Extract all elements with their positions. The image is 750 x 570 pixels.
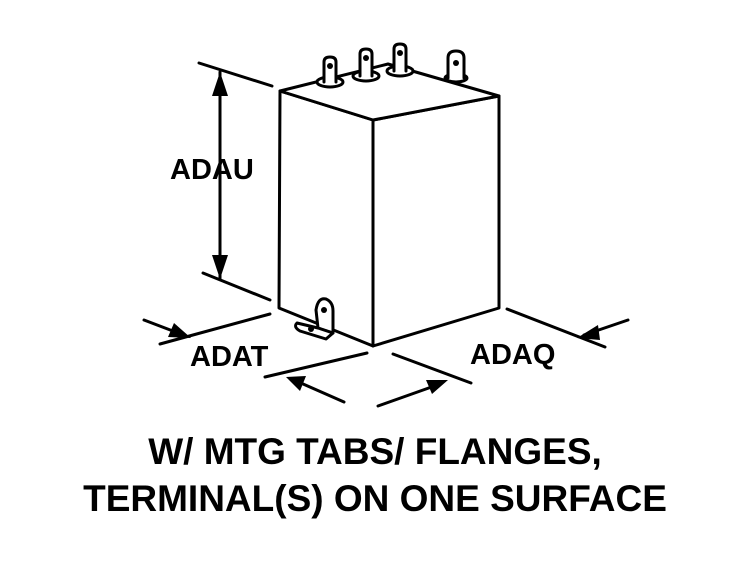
terminal-1 <box>315 55 345 89</box>
terminals <box>315 42 469 89</box>
terminal-3 <box>385 42 415 78</box>
height-dimension-label: ADAU <box>170 154 254 186</box>
width-arrowhead-right <box>286 376 306 391</box>
width-extension-left <box>158 312 272 346</box>
width-dimension-label: ADAT <box>190 341 269 373</box>
caption-line-1: W/ MTG TABS/ FLANGES, <box>148 431 602 472</box>
width-extension-right <box>263 351 369 379</box>
height-arrowhead-bottom <box>212 255 228 279</box>
terminal-2 <box>351 47 381 83</box>
height-extension-bottom <box>201 271 272 302</box>
height-dimension <box>197 61 274 302</box>
component-body <box>277 62 501 348</box>
caption-line-2: TERMINAL(S) ON ONE SURFACE <box>83 478 667 519</box>
depth-extension-left <box>391 352 473 385</box>
mounting-tab <box>294 297 335 341</box>
depth-extension-right <box>505 307 607 349</box>
body-front-right-face <box>371 94 501 348</box>
depth-dimension-label: ADAQ <box>470 339 556 371</box>
terminal-4 <box>443 49 469 84</box>
depth-arrowhead-right <box>577 325 600 340</box>
width-arrowhead-left <box>168 323 191 338</box>
depth-arrowhead-left <box>426 380 448 394</box>
height-extension-top <box>197 61 274 88</box>
depth-dimension <box>376 307 630 408</box>
width-dimension <box>142 312 369 404</box>
height-arrowhead-top <box>212 72 228 96</box>
